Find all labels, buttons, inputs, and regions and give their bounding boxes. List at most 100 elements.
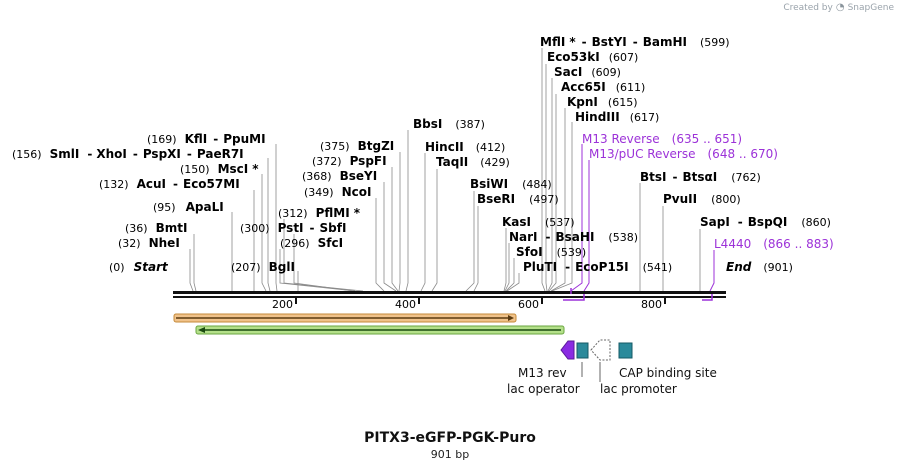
enzyme-pos-36: (36) [125,222,148,235]
lac-operator-box-icon [576,342,589,359]
enzyme-pos-599: (599) [700,36,730,49]
cap-binding-site-box-icon [618,342,633,359]
enzyme-pos-611: (611) [616,81,646,94]
tick-400: 400 [395,298,416,311]
svg-text:(349)NcoI: (349) NcoI [304,185,371,199]
enzyme-bstyi: BstYI [592,35,627,49]
enzyme-pos-207: (207) [231,261,261,274]
enzyme-ppumi: PpuMI [223,132,265,146]
svg-text:HindIII(617): HindIII(617) [575,110,659,124]
m13-rev-arrow-icon [560,340,575,360]
enzyme-pos-429: (429) [480,156,510,169]
enzyme-sfci: SfcI [318,236,343,250]
primer-leader-lines [570,144,715,292]
ruler-ticks [295,298,666,304]
separator: - [738,215,743,229]
enzyme-kasi: KasI [502,215,531,229]
enzyme-pos-375: (375) [320,140,350,153]
feature-lac-promoter: lac promoter [600,382,677,396]
separator: - [582,35,587,49]
enzyme-pos-901: (901) [763,261,793,274]
enzyme-smli: SmlI [50,147,80,161]
enzyme-sfoi: SfoI [516,245,543,259]
svg-text:PvuII(800): PvuII (800) [663,192,741,206]
tick-600: 600 [518,298,539,311]
svg-text:(368)BseYI: (368)BseYI [302,169,377,183]
enzyme-pos-538: (538) [608,231,638,244]
enzyme-pos-372: (372) [312,155,342,168]
enzyme-pos-300: (300) [240,222,270,235]
small-features [560,339,633,382]
svg-text:KasI(537): KasI (537) [502,215,575,229]
svg-text:(95)ApaLI: (95)ApaLI [153,200,224,214]
svg-text:L4440(866 .. 883): L4440(866 .. 883) [714,237,834,251]
enzyme-saci: SacI [554,65,582,79]
primer-m13-puc-reverse-range: (648 .. 670) [708,147,778,161]
enzyme-pflmi: PflMI [316,206,350,220]
enzyme-pluti: PluTI [523,260,557,274]
enzyme-pos-762: (762) [731,171,761,184]
enzyme-pos-537: (537) [545,216,575,229]
svg-text:End(901): End(901) [726,260,793,274]
enzyme-pos-800: (800) [711,193,741,206]
primer-arrows [563,288,713,301]
svg-text:SacI(609): SacI(609) [554,65,621,79]
feature-labels: M13 rev lac operator lac promoter CAP bi… [507,366,717,396]
enzyme-kpni: KpnI [567,95,598,109]
svg-text:(207)BglI: (207) BglI [231,260,295,274]
separator: - [87,147,92,161]
enzyme-acc65i: Acc65I [561,80,606,94]
svg-text:KpnI(615): KpnI(615) [567,95,638,109]
map-length: 901 bp [430,448,470,461]
enzyme-bgli: BglI [269,260,295,274]
separator: - [633,35,638,49]
enzyme-psti: PstI [278,221,304,235]
svg-text:BsiWI(484): BsiWI(484) [470,177,552,191]
svg-text:(169)KflI-PpuMI: (169)KflI-PpuMI [147,132,266,146]
enzyme-labels: MflI*-BstYI-BamHI(599) Eco53kI(607) SacI… [12,35,831,274]
separator: - [213,132,218,146]
enzyme-btsi: BtsI [640,170,667,184]
enzyme-pos-387: (387) [455,118,485,131]
enzyme-pos-349: (349) [304,186,334,199]
enzyme-pos-617: (617) [630,111,660,124]
enzyme-msci-star: * [252,162,259,176]
svg-text:(36)BmtI: (36)BmtI [125,221,187,235]
enzyme-nari: NarI [509,230,538,244]
enzyme-pos-132: (132) [99,178,129,191]
enzyme-bseri: BseRI [477,192,515,206]
enzyme-pos-150: (150) [180,163,210,176]
separator: - [133,147,138,161]
enzyme-paer7i: PaeR7I [197,147,244,161]
feature-m13-rev: M13 rev [518,366,567,380]
map-title: PITX3-eGFP-PGK-Puro [364,430,536,446]
enzyme-pos-95: (95) [153,201,176,214]
feature-cap-binding-site: CAP binding site [619,366,717,380]
svg-text:BtsI-BtsαI(762): BtsI-BtsαI(762) [640,170,761,184]
enzyme-btgzi: BtgZI [358,139,395,153]
enzyme-bspqi: BspQI [748,215,788,229]
enzyme-pvuii: PvuII [663,192,697,206]
svg-text:TaqII(429): TaqII(429) [436,155,510,169]
svg-text:Eco53kI(607): Eco53kI(607) [547,50,638,64]
svg-text:BseRI(497): BseRI (497) [477,192,559,206]
svg-text:(375)BtgZI: (375) BtgZI [320,139,394,153]
svg-text:MflI*-BstYI-BamHI(599): MflI*-BstYI-BamHI(599) [540,35,730,49]
enzyme-mfli: MflI [540,35,565,49]
svg-text:NarI-BsaHI(538): NarI-BsaHI(538) [509,230,638,244]
enzyme-pos-539: (539) [557,246,587,259]
sequence-map: 200 400 600 800 MflI*-BstYI-BamHI(599) E… [12,35,834,396]
enzyme-eco57mi: Eco57MI [183,177,240,191]
enzyme-pos-156: (156) [12,148,42,161]
tick-800: 800 [641,298,662,311]
svg-text:M13/pUC Reverse(648 .. 670): M13/pUC Reverse(648 .. 670) [589,147,778,161]
primer-labels: M13 Reverse(635 .. 651) M13/pUC Reverse(… [582,132,834,251]
primer-l4440: L4440 [714,237,751,251]
svg-text:SapI-BspQI(860): SapI-BspQI(860) [700,215,831,229]
enzyme-ncoi: NcoI [342,185,372,199]
snapgene-credit: Created by ◔ SnapGene [783,2,894,13]
enzyme-acui: AcuI [137,177,166,191]
separator: - [673,170,678,184]
enzyme-pos-484: (484) [522,178,552,191]
enzyme-pos-497: (497) [529,193,559,206]
